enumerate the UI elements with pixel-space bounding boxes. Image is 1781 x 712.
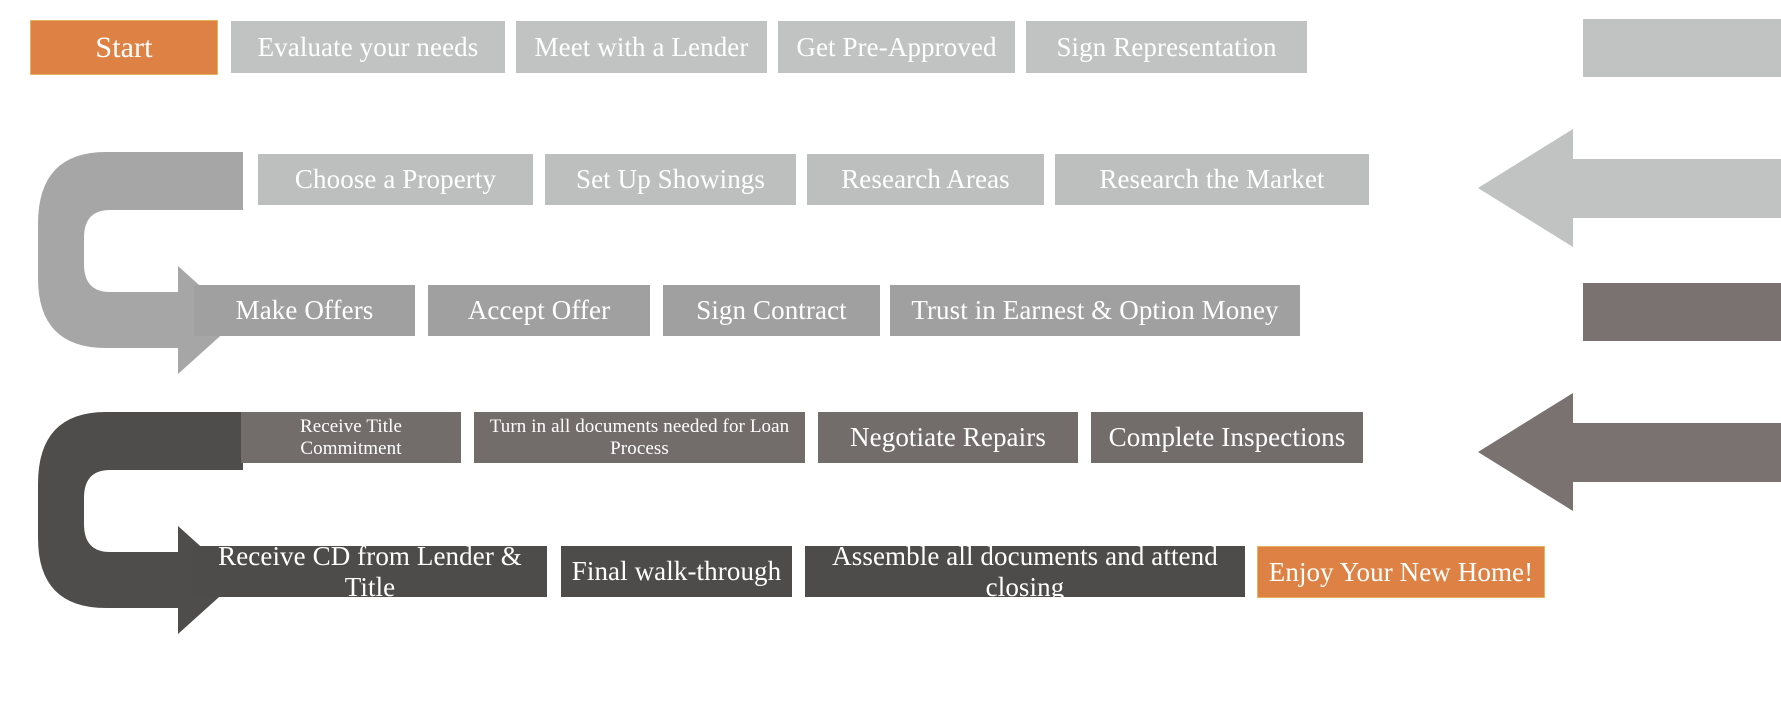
step-label: Receive Title Commitment — [299, 416, 403, 459]
connector-u-turn-left-2 — [38, 152, 273, 374]
step-label: Research the Market — [1099, 164, 1325, 195]
step-label: Accept Offer — [467, 295, 611, 326]
step-complete-inspections[interactable]: Complete Inspections — [1091, 412, 1363, 463]
step-choose-a-property[interactable]: Choose a Property — [258, 154, 533, 205]
step-label: Enjoy Your New Home! — [1268, 556, 1534, 587]
step-label: Assemble all documents and attend closin… — [832, 541, 1218, 602]
step-sign-representation[interactable]: Sign Representation — [1026, 21, 1307, 73]
step-label: Sign Contract — [696, 295, 847, 326]
connector-u-turn-right-3 — [1478, 283, 1781, 511]
step-label: Meet with a Lender — [534, 31, 749, 62]
step-assemble-documents-attend-closing[interactable]: Assemble all documents and attend closin… — [805, 541, 1245, 602]
step-research-the-market[interactable]: Research the Market — [1055, 154, 1369, 205]
step-evaluate-your-needs[interactable]: Evaluate your needs — [231, 21, 505, 73]
connector-u-turn-right-1 — [1478, 19, 1781, 247]
step-label: Trust in Earnest & Option Money — [911, 295, 1279, 326]
step-negotiate-repairs[interactable]: Negotiate Repairs — [818, 412, 1078, 463]
step-research-areas[interactable]: Research Areas — [807, 154, 1044, 205]
step-label: Evaluate your needs — [257, 31, 479, 62]
step-set-up-showings[interactable]: Set Up Showings — [545, 154, 796, 205]
step-sign-contract[interactable]: Sign Contract — [663, 285, 880, 336]
step-label: Set Up Showings — [575, 164, 766, 195]
step-label: Start — [95, 30, 153, 64]
step-receive-title-commitment[interactable]: Receive Title Commitment — [241, 412, 461, 463]
step-label: Complete Inspections — [1108, 422, 1346, 453]
step-make-offers[interactable]: Make Offers — [194, 285, 415, 336]
step-enjoy-your-new-home[interactable]: Enjoy Your New Home! — [1257, 546, 1545, 598]
step-turn-in-all-documents-for-loan-process[interactable]: Turn in all documents needed for Loan Pr… — [474, 412, 805, 463]
step-label: Negotiate Repairs — [850, 422, 1046, 453]
step-accept-offer[interactable]: Accept Offer — [428, 285, 650, 336]
step-label: Choose a Property — [294, 164, 497, 195]
step-label: Final walk-through — [571, 556, 782, 587]
step-label: Make Offers — [235, 295, 374, 326]
step-start[interactable]: Start — [30, 20, 218, 75]
step-trust-in-earnest-and-option-money[interactable]: Trust in Earnest & Option Money — [890, 285, 1300, 336]
step-label: Receive CD from Lender & Title — [218, 541, 522, 602]
step-receive-cd-from-lender-and-title[interactable]: Receive CD from Lender & Title — [193, 541, 547, 602]
step-label: Research Areas — [841, 164, 1010, 195]
step-label: Sign Representation — [1056, 31, 1277, 62]
step-final-walk-through[interactable]: Final walk-through — [561, 546, 792, 597]
step-label: Get Pre-Approved — [796, 31, 997, 62]
step-meet-with-a-lender[interactable]: Meet with a Lender — [516, 21, 767, 73]
step-get-pre-approved[interactable]: Get Pre-Approved — [778, 21, 1015, 73]
step-label: Turn in all documents needed for Loan Pr… — [489, 416, 790, 459]
